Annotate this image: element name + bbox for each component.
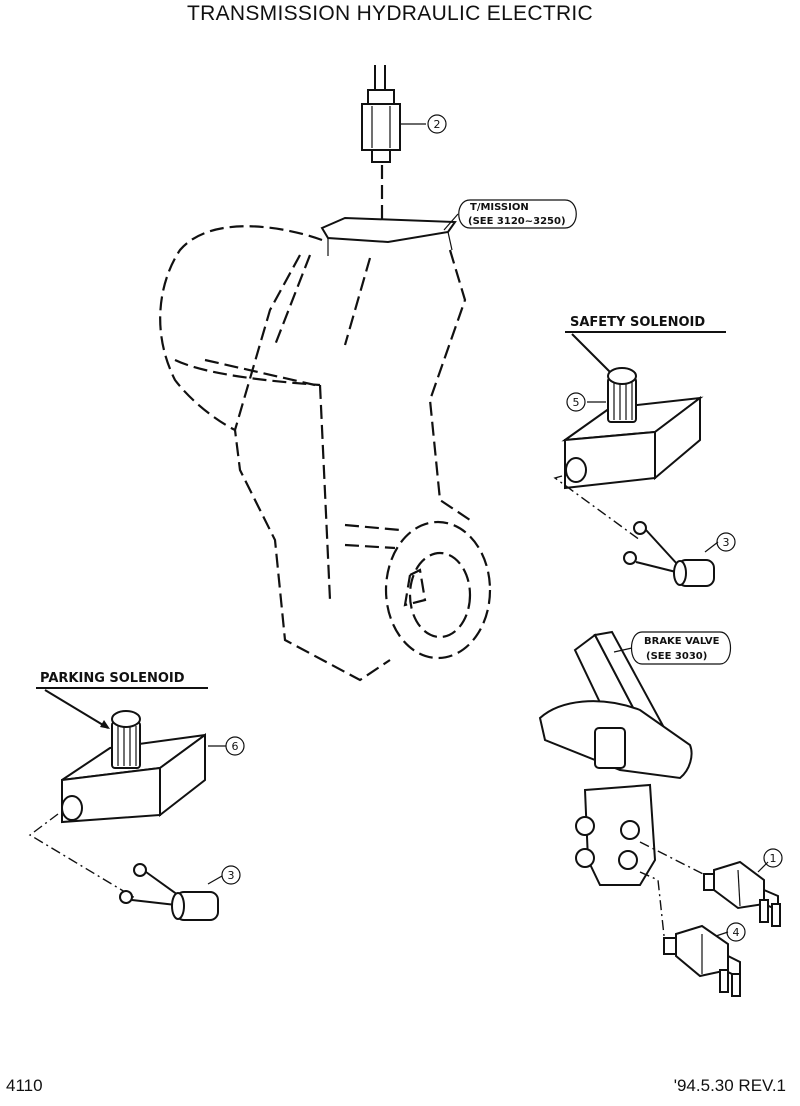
callout-2-number: 2 <box>434 118 441 131</box>
page-number: 4110 <box>6 1076 43 1095</box>
pressure-switch-1 <box>703 860 781 927</box>
transmission-label-line1: T/MISSION <box>470 202 529 213</box>
brake-valve-reference-label: BRAKE VALVE (SEE 3030) <box>613 631 732 665</box>
callout-5: 5 <box>566 392 586 412</box>
brake-valve <box>538 630 693 886</box>
callout-1: 1 <box>763 848 783 868</box>
safety-solenoid-label: SAFETY SOLENOID <box>570 315 705 330</box>
callout-3-upper-number: 3 <box>723 536 730 549</box>
parking-solenoid-label: PARKING SOLENOID <box>40 671 185 686</box>
callout-6-number: 6 <box>232 740 239 753</box>
brake-valve-label-line2: (SEE 3030) <box>646 651 707 662</box>
transmission-label-line2: (SEE 3120~3250) <box>468 216 566 227</box>
callout-3-upper: 3 <box>716 532 736 552</box>
connector-3-upper <box>623 521 719 587</box>
callout-4-number: 4 <box>733 926 740 939</box>
callout-5-number: 5 <box>573 396 580 409</box>
callout-3-lower: 3 <box>221 865 241 885</box>
callout-1-number: 1 <box>770 852 777 865</box>
callout-2: 2 <box>427 114 447 134</box>
safety-solenoid-valve-5 <box>561 367 704 490</box>
brake-valve-label-line1: BRAKE VALVE <box>644 636 720 647</box>
pressure-switch-2 <box>361 65 426 222</box>
parking-solenoid-valve-6 <box>61 710 226 824</box>
connector-3-lower <box>119 863 223 921</box>
page-title: TRANSMISSION HYDRAULIC ELECTRIC <box>186 2 594 25</box>
callout-4: 4 <box>726 922 746 942</box>
revision-date: '94.5.30 REV.1 <box>673 1076 786 1095</box>
callout-3-lower-number: 3 <box>228 869 235 882</box>
callout-6: 6 <box>225 736 245 756</box>
transmission-reference-label: T/MISSION (SEE 3120~3250) <box>443 199 577 231</box>
transmission-outline <box>159 216 492 682</box>
pressure-switch-4 <box>663 924 741 997</box>
